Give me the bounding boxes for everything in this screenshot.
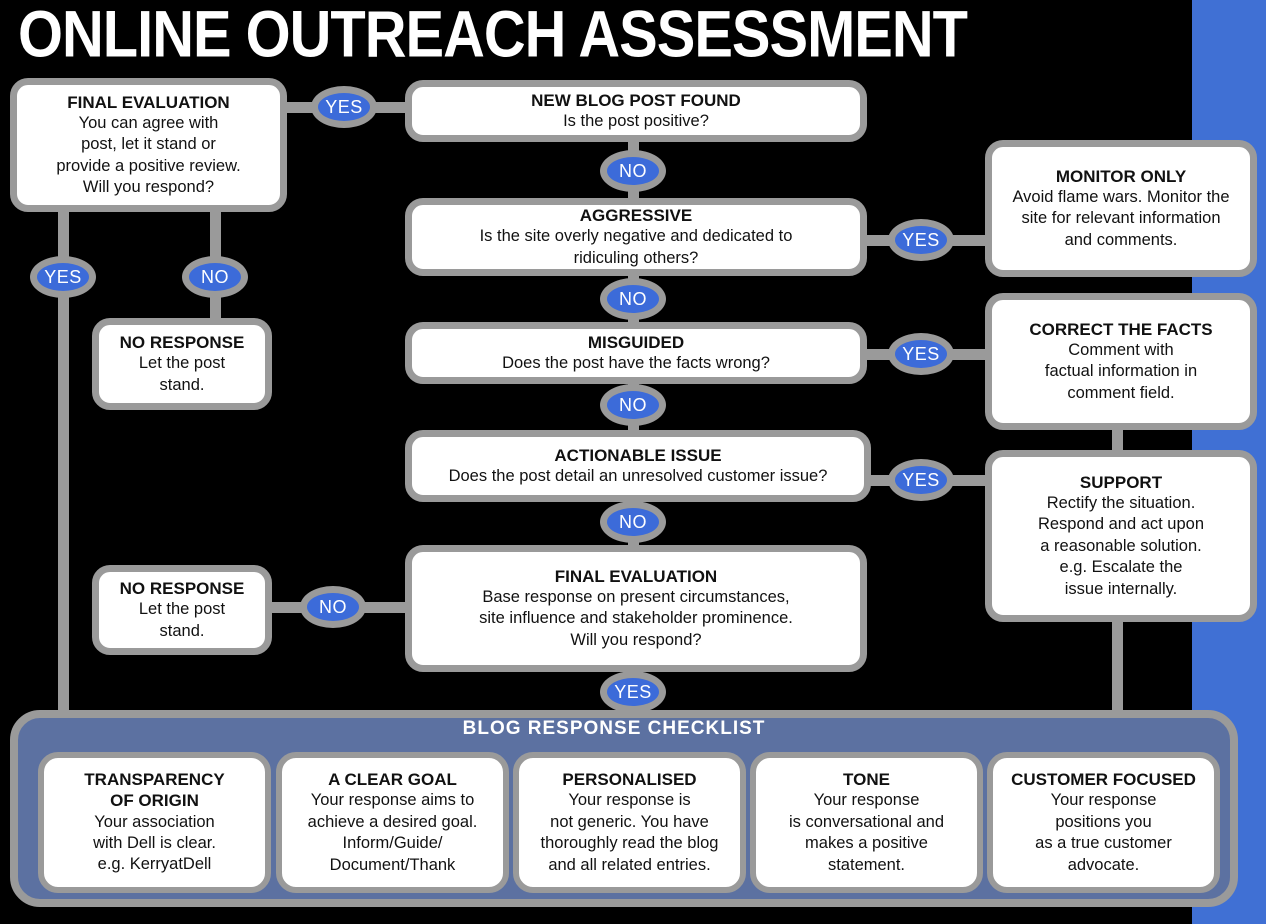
node-title: NEW BLOG POST FOUND — [531, 90, 741, 110]
node-title: ACTIONABLE ISSUE — [554, 445, 722, 465]
decision-label-yes: YES — [888, 219, 954, 261]
node-no-response-2: NO RESPONSE Let the post stand. — [92, 565, 272, 655]
page-title: ONLINE OUTREACH ASSESSMENT — [18, 0, 968, 72]
node-new-blog-post-found: NEW BLOG POST FOUND Is the post positive… — [405, 80, 867, 142]
connector-line — [1112, 424, 1123, 456]
node-final-evaluation-bottom: FINAL EVALUATION Base response on presen… — [405, 545, 867, 672]
node-support: SUPPORT Rectify the situation. Respond a… — [985, 450, 1257, 622]
node-body: Base response on present circumstances, … — [479, 587, 793, 649]
checklist-item-body: Your response is not generic. You have t… — [540, 791, 719, 874]
decision-label-yes: YES — [30, 256, 96, 298]
decision-label-no: NO — [600, 278, 666, 320]
checklist-item-title: TRANSPARENCY OF ORIGIN — [84, 770, 225, 811]
connector-line — [1112, 616, 1123, 716]
node-aggressive: AGGRESSIVE Is the site overly negative a… — [405, 198, 867, 276]
node-monitor-only: MONITOR ONLY Avoid flame wars. Monitor t… — [985, 140, 1257, 277]
node-title: FINAL EVALUATION — [67, 92, 230, 112]
node-correct-the-facts: CORRECT THE FACTS Comment with factual i… — [985, 293, 1257, 430]
node-final-evaluation-top: FINAL EVALUATION You can agree with post… — [10, 78, 287, 212]
checklist-item-title: PERSONALISED — [562, 770, 697, 789]
node-title: NO RESPONSE — [119, 332, 245, 352]
node-title: CORRECT THE FACTS — [1029, 319, 1213, 339]
decision-label-yes: YES — [600, 671, 666, 713]
node-body: Let the post stand. — [138, 600, 226, 640]
checklist-item-body: Your response positions you as a true cu… — [1035, 791, 1172, 874]
node-body: Avoid flame wars. Monitor the site for r… — [1012, 187, 1230, 249]
node-body: Rectify the situation. Respond and act u… — [1037, 494, 1205, 598]
node-body: Comment with factual information in comm… — [1044, 340, 1198, 402]
node-title: FINAL EVALUATION — [554, 566, 718, 586]
checklist-item-transparency: TRANSPARENCY OF ORIGIN Your association … — [38, 752, 271, 893]
connector-line — [58, 205, 69, 715]
decision-label-no: NO — [600, 150, 666, 192]
checklist-item-clear-goal: A CLEAR GOAL Your response aims to achie… — [276, 752, 509, 893]
node-actionable-issue: ACTIONABLE ISSUE Does the post detail an… — [405, 430, 871, 502]
node-body: Does the post have the facts wrong? — [502, 353, 770, 372]
checklist-item-personalised: PERSONALISED Your response is not generi… — [513, 752, 746, 893]
decision-label-no: NO — [600, 384, 666, 426]
decision-label-yes: YES — [311, 86, 377, 128]
checklist-item-body: Your response is conversational and make… — [788, 791, 944, 874]
checklist-item-tone: TONE Your response is conversational and… — [750, 752, 983, 893]
node-no-response-1: NO RESPONSE Let the post stand. — [92, 318, 272, 410]
node-body: Is the site overly negative and dedicate… — [479, 227, 793, 267]
checklist-title: BLOG RESPONSE CHECKLIST — [462, 718, 766, 739]
decision-label-yes: YES — [888, 333, 954, 375]
node-title: MONITOR ONLY — [1055, 166, 1187, 186]
node-title: SUPPORT — [1079, 472, 1163, 492]
node-misguided: MISGUIDED Does the post have the facts w… — [405, 322, 867, 384]
checklist-item-body: Your response aims to achieve a desired … — [307, 791, 478, 874]
node-title: AGGRESSIVE — [579, 205, 693, 225]
node-body: You can agree with post, let it stand or… — [56, 113, 241, 197]
checklist-item-title: CUSTOMER FOCUSED — [1011, 770, 1196, 789]
decision-label-no: NO — [600, 501, 666, 543]
decision-label-no: NO — [300, 586, 366, 628]
decision-label-yes: YES — [888, 459, 954, 501]
node-body: Is the post positive? — [563, 111, 709, 130]
checklist-item-title: TONE — [843, 770, 890, 789]
node-body: Let the post stand. — [138, 354, 226, 394]
node-title: MISGUIDED — [587, 332, 685, 352]
checklist-item-title: A CLEAR GOAL — [328, 770, 457, 789]
decision-label-no: NO — [182, 256, 248, 298]
node-body: Does the post detail an unresolved custo… — [448, 466, 828, 485]
checklist-item-customer-focused: CUSTOMER FOCUSED Your response positions… — [987, 752, 1220, 893]
checklist-item-body: Your association with Dell is clear. e.g… — [93, 812, 216, 874]
node-title: NO RESPONSE — [119, 578, 245, 598]
